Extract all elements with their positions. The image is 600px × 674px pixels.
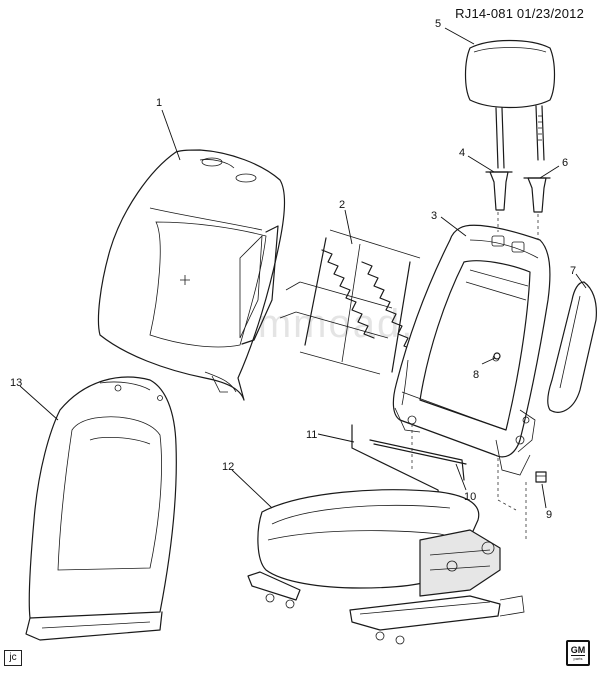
callout-3: 3	[431, 210, 437, 222]
part-bolts	[493, 352, 547, 483]
leader-lines	[19, 27, 587, 509]
reference-code: RJ14-081 01/23/2012	[455, 6, 584, 21]
part-seatback-pad	[25, 376, 177, 641]
part-seatback-cover	[97, 149, 286, 401]
part-seatback-frame	[392, 224, 551, 476]
part-side-trim	[547, 281, 597, 413]
callout-13: 13	[10, 377, 22, 389]
part-headrest-guides	[485, 171, 551, 213]
callout-5: 5	[435, 18, 441, 30]
callout-4: 4	[459, 147, 465, 159]
alignment-lines	[411, 212, 539, 540]
part-spring-mat	[279, 229, 421, 375]
callout-8: 8	[473, 369, 479, 381]
callout-6: 6	[562, 157, 568, 169]
gm-logo-icon: GM parts	[566, 640, 590, 666]
callout-11: 11	[306, 429, 317, 441]
callout-numbers: 1 2 3 4 5 6 7 8 9 10 11 12 13	[10, 18, 576, 521]
part-seat-cushion	[247, 489, 525, 645]
gm-logo-subtext: parts	[573, 655, 583, 661]
callout-2: 2	[339, 199, 345, 211]
callout-1: 1	[156, 97, 162, 109]
callout-7: 7	[570, 265, 576, 277]
callout-12: 12	[222, 461, 234, 473]
part-headrest	[464, 39, 556, 169]
gm-logo-text: GM	[570, 644, 586, 656]
callout-9: 9	[546, 509, 552, 521]
callout-10: 10	[464, 491, 476, 503]
corner-tag: jc	[4, 650, 22, 666]
